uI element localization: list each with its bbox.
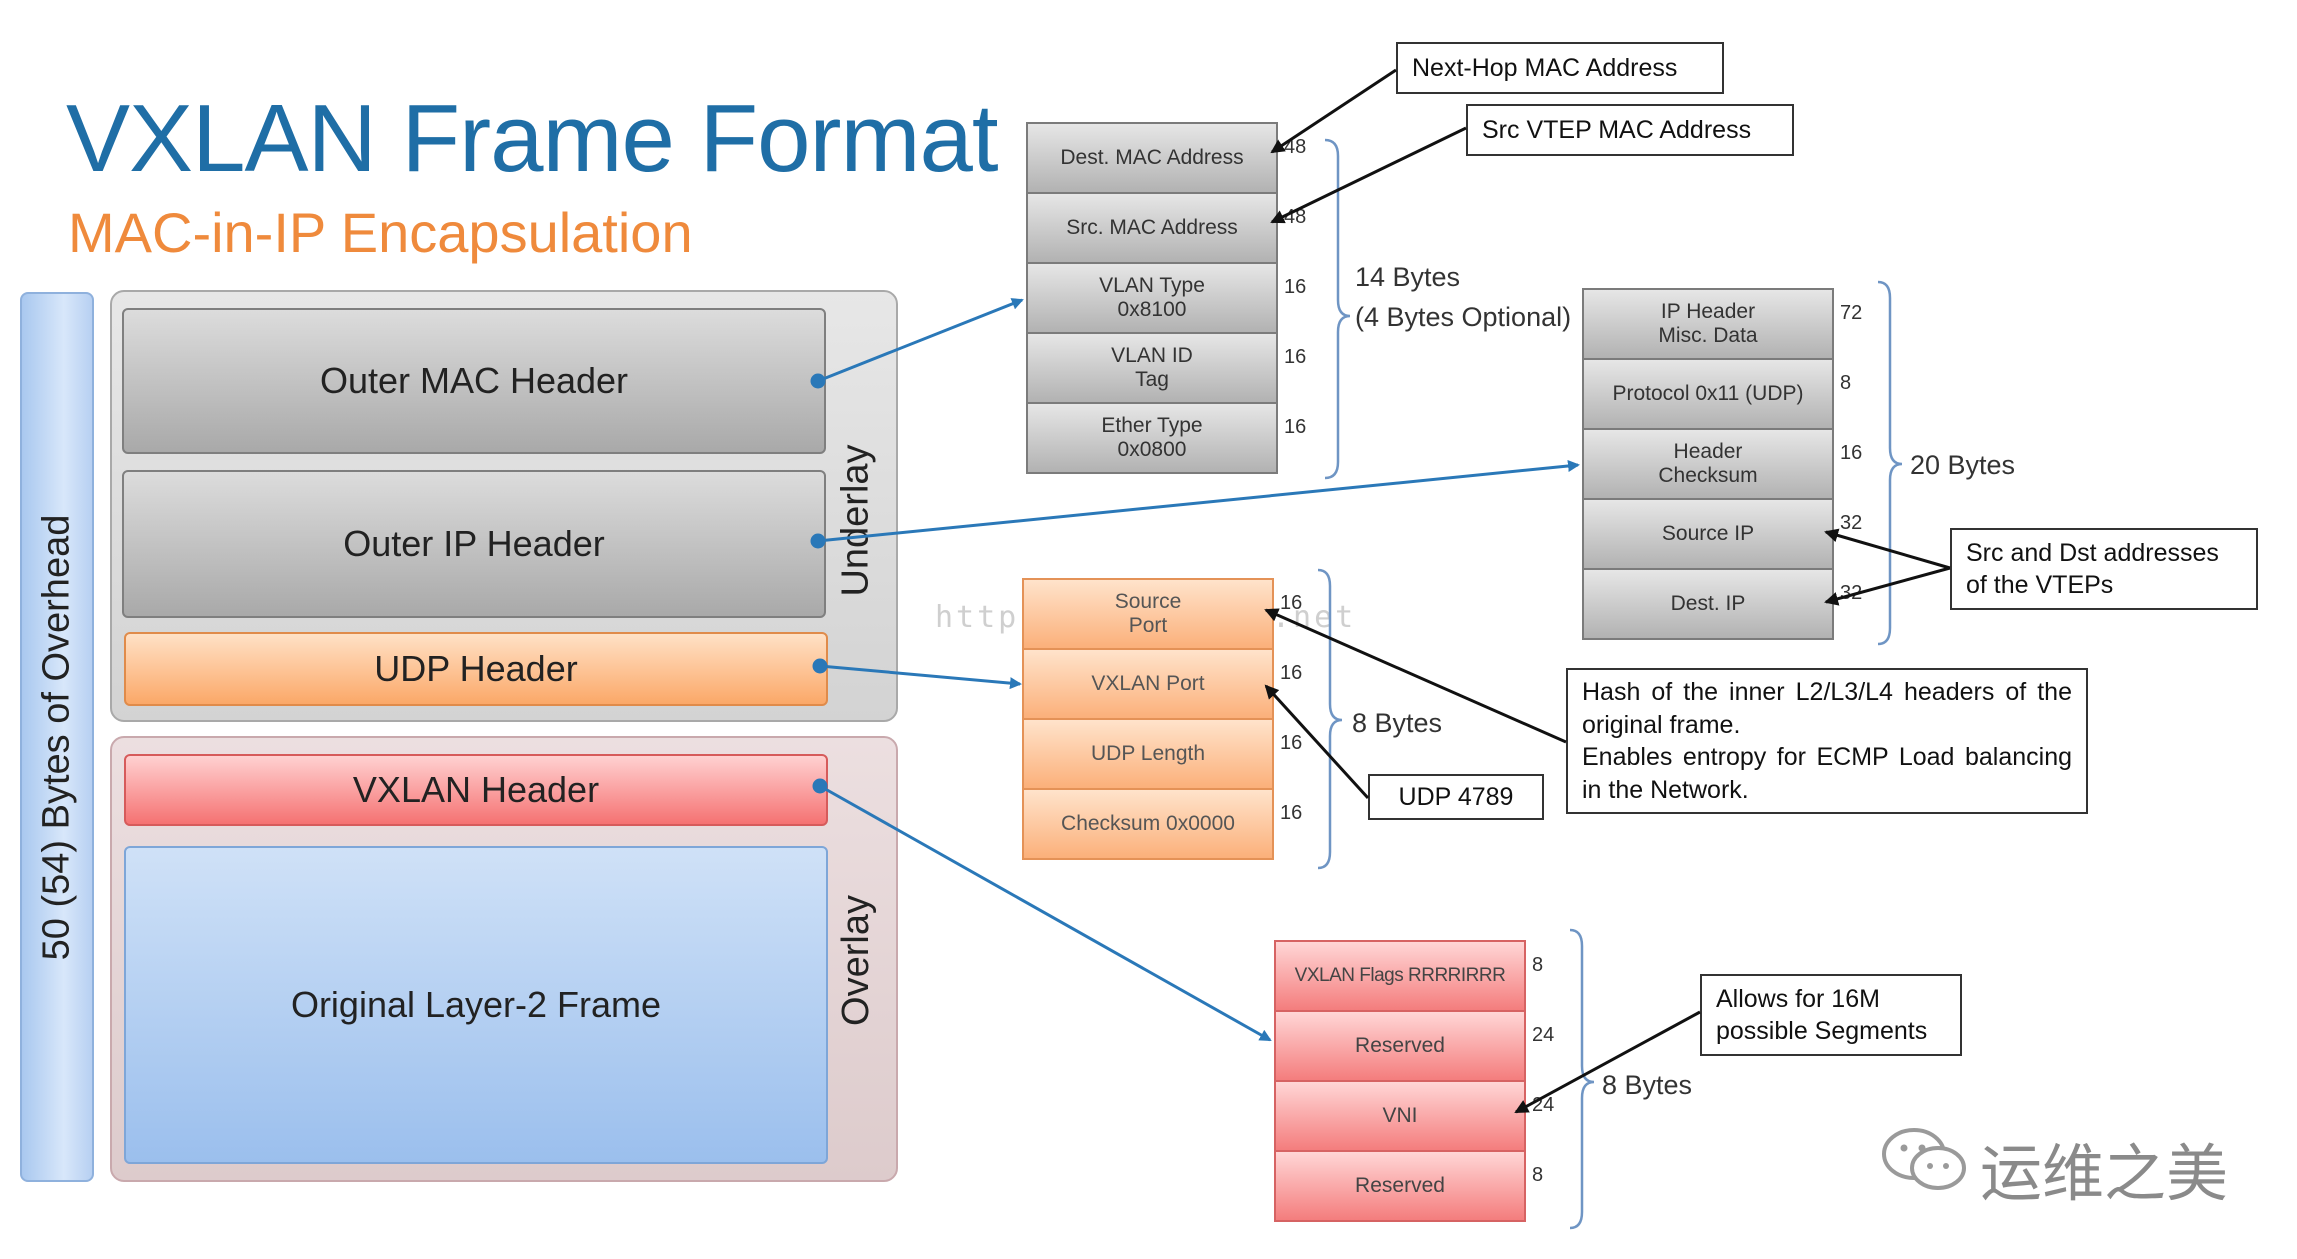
vxlan-brace	[1569, 928, 1595, 1230]
udp-field: VXLAN Port	[1022, 648, 1274, 720]
vxlan-header: VXLAN Header	[124, 754, 828, 826]
udp-field-bits: 16	[1280, 592, 1303, 614]
vxlan-field: Reserved	[1274, 1150, 1526, 1222]
mac-field-bits: 16	[1284, 346, 1307, 368]
vxlan-field-bits: 8	[1532, 954, 1544, 976]
wechat-icon	[1882, 1128, 1966, 1190]
callout-udp-4789: UDP 4789	[1368, 774, 1544, 820]
ip-field: IP Header Misc. Data	[1582, 288, 1834, 360]
ip-field-bits: 32	[1840, 512, 1863, 534]
page-subtitle: MAC-in-IP Encapsulation	[68, 201, 693, 264]
mac-field-bits: 48	[1284, 206, 1307, 228]
original-layer2-frame: Original Layer-2 Frame	[124, 846, 828, 1164]
mac-bytes-note: (4 Bytes Optional)	[1355, 302, 1572, 332]
mac-field-bits: 16	[1284, 416, 1307, 438]
vxlan-field-bits: 8	[1532, 1164, 1544, 1186]
mac-field: VLAN Type 0x8100	[1026, 262, 1278, 334]
udp-arrow	[819, 664, 1022, 690]
page-title: VXLAN Frame Format	[66, 85, 999, 192]
vxlan-arrow	[819, 784, 1272, 1042]
udp-port-arrow	[1264, 684, 1370, 800]
mac-field-bits: 16	[1284, 276, 1307, 298]
hash-arrow	[1264, 608, 1567, 744]
vxlan-field-bits: 24	[1532, 1024, 1555, 1046]
dst-ip-arrow	[1824, 566, 1951, 606]
outer-ip-arrow	[817, 460, 1580, 543]
udp-field: Checksum 0x0000	[1022, 788, 1274, 860]
ip-field: Protocol 0x11 (UDP)	[1582, 358, 1834, 430]
mac-bytes-label: 14 Bytes	[1355, 262, 1461, 292]
ip-field-bits: 8	[1840, 372, 1852, 394]
udp-bytes-label: 8 Bytes	[1352, 708, 1443, 738]
overhead-bar: 50 (54) Bytes of Overhead	[20, 292, 94, 1182]
ip-field-bits: 32	[1840, 582, 1863, 604]
mac-field: Src. MAC Address	[1026, 192, 1278, 264]
udp-brace	[1317, 568, 1343, 870]
outer-ip-header: Outer IP Header	[122, 470, 826, 618]
outer-mac-arrow	[817, 298, 1024, 383]
udp-field-bits: 16	[1280, 662, 1303, 684]
callout-src-dst-addresses: Src and Dst addresses of the VTEPs	[1950, 528, 2258, 610]
ip-field: Source IP	[1582, 498, 1834, 570]
udp-field-bits: 16	[1280, 802, 1303, 824]
ip-field-bits: 72	[1840, 302, 1863, 324]
ip-field-bits: 16	[1840, 442, 1863, 464]
vxlan-bytes-label: 8 Bytes	[1602, 1070, 1693, 1100]
ip-brace	[1877, 280, 1903, 646]
braces	[1317, 138, 1903, 1230]
ip-field: Header Checksum	[1582, 428, 1834, 500]
mac-field: Ether Type 0x0800	[1026, 402, 1278, 474]
brand-name: 运维之美	[1980, 1140, 2229, 1209]
udp-field: Source Port	[1022, 578, 1274, 650]
udp-header: UDP Header	[124, 632, 828, 706]
mac-field: Dest. MAC Address	[1026, 122, 1278, 194]
callout-hash-entropy: Hash of the inner L2/L3/L4 headers of th…	[1566, 668, 2088, 814]
outer-mac-header: Outer MAC Header	[122, 308, 826, 454]
src-vtep-arrow	[1270, 126, 1467, 224]
src-ip-arrow	[1824, 528, 1951, 570]
black-callout-arrows	[1264, 68, 1951, 1114]
mac-brace	[1324, 138, 1351, 480]
blue-connectors	[810, 298, 1580, 1042]
callout-16m-segments: Allows for 16M possible Segments	[1700, 974, 1962, 1056]
ip-bytes-label: 20 Bytes	[1910, 450, 2016, 480]
callout-src-vtep-mac: Src VTEP MAC Address	[1466, 104, 1794, 156]
next-hop-arrow	[1270, 68, 1397, 154]
udp-field-bits: 16	[1280, 732, 1303, 754]
segments-arrow	[1514, 1010, 1701, 1114]
ip-field: Dest. IP	[1582, 568, 1834, 640]
vxlan-field: VNI	[1274, 1080, 1526, 1152]
callout-next-hop-mac: Next-Hop MAC Address	[1396, 42, 1724, 94]
